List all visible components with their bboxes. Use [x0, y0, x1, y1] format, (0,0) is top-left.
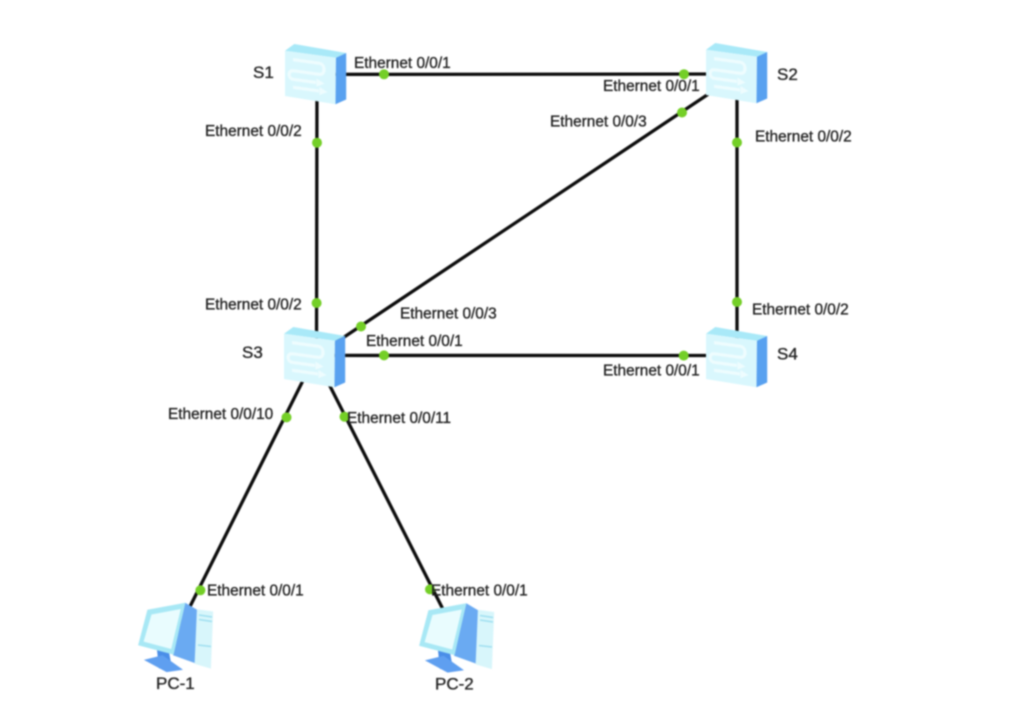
svg-text:S4: S4 — [777, 345, 798, 364]
svg-text:PC-2: PC-2 — [435, 675, 474, 694]
svg-text:Ethernet 0/0/1: Ethernet 0/0/1 — [431, 583, 528, 600]
svg-text:Ethernet 0/0/1: Ethernet 0/0/1 — [366, 333, 463, 350]
svg-text:Ethernet 0/0/2: Ethernet 0/0/2 — [205, 297, 302, 314]
svg-text:Ethernet 0/0/10: Ethernet 0/0/10 — [168, 406, 273, 423]
svg-text:S1: S1 — [253, 63, 274, 82]
svg-text:S2: S2 — [777, 65, 798, 84]
svg-text:Ethernet 0/0/1: Ethernet 0/0/1 — [207, 583, 304, 600]
svg-text:Ethernet 0/0/11: Ethernet 0/0/11 — [347, 410, 451, 427]
svg-text:Ethernet 0/0/1: Ethernet 0/0/1 — [354, 55, 451, 72]
svg-text:S3: S3 — [242, 343, 263, 362]
svg-text:Ethernet 0/0/3: Ethernet 0/0/3 — [400, 306, 497, 323]
svg-text:Ethernet 0/0/2: Ethernet 0/0/2 — [755, 129, 852, 146]
svg-text:Ethernet 0/0/3: Ethernet 0/0/3 — [550, 114, 647, 131]
svg-text:Ethernet 0/0/2: Ethernet 0/0/2 — [205, 123, 302, 140]
svg-text:Ethernet 0/0/1: Ethernet 0/0/1 — [603, 78, 700, 95]
svg-text:Ethernet 0/0/2: Ethernet 0/0/2 — [752, 302, 849, 319]
svg-text:Ethernet 0/0/1: Ethernet 0/0/1 — [603, 363, 700, 380]
svg-text:PC-1: PC-1 — [156, 674, 195, 693]
